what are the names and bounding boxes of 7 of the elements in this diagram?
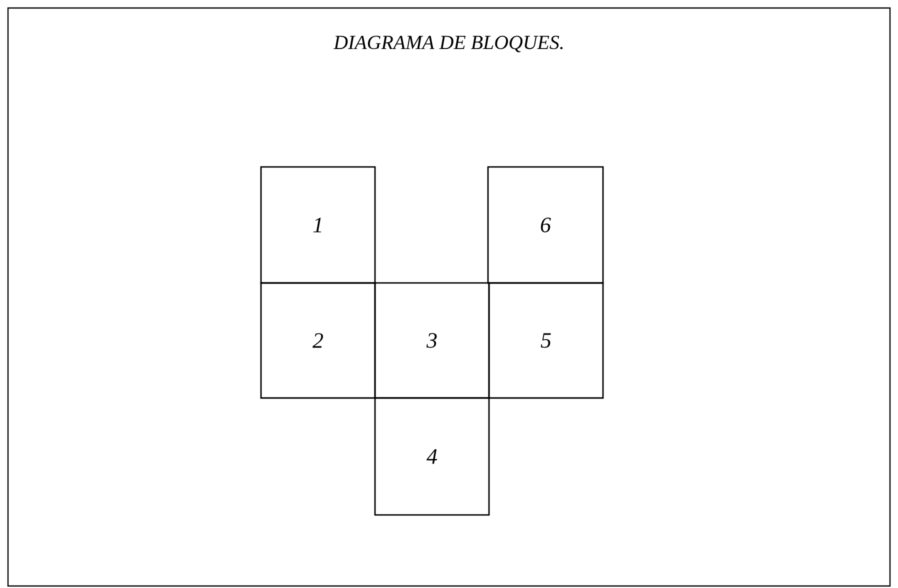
- block-box: 3: [374, 282, 490, 399]
- block-box: 1: [260, 166, 376, 284]
- block-box: 5: [488, 282, 604, 399]
- block-box: 6: [487, 166, 604, 284]
- block-box: 4: [374, 397, 490, 516]
- block-box: 2: [260, 282, 376, 399]
- title: DIAGRAMA DE BLOQUES.: [333, 36, 563, 52]
